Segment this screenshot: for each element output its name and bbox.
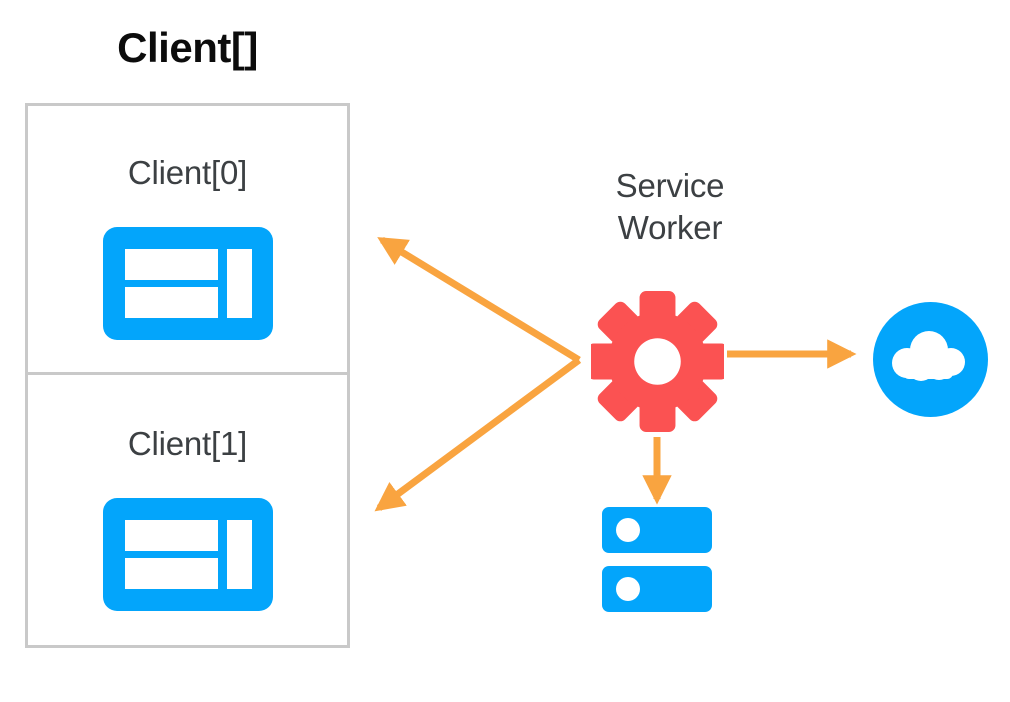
database-led-top <box>616 518 640 542</box>
database-led-bottom <box>616 577 640 601</box>
browser-pane-top <box>124 249 218 280</box>
arrow-sw-to-client-0 <box>377 237 581 363</box>
gear-icon <box>591 291 724 432</box>
browser-pane-top <box>124 520 218 551</box>
database-icon <box>602 507 712 612</box>
client-array-container: Client[0] Client[1] <box>25 103 350 648</box>
browser-pane-side <box>226 520 252 589</box>
service-worker-title: Service Worker <box>560 165 780 249</box>
browser-pane-side <box>226 249 252 318</box>
browser-window-icon <box>102 498 273 611</box>
cloud-icon <box>873 302 988 417</box>
client-item-0[interactable]: Client[0] <box>28 106 347 372</box>
service-worker-title-line2: Worker <box>617 209 723 247</box>
browser-pane-bottom <box>124 287 218 318</box>
browser-window-icon <box>102 227 273 340</box>
client-0-label: Client[0] <box>127 154 248 191</box>
browser-pane-bottom <box>124 558 218 589</box>
database-row-top <box>602 507 712 553</box>
client-item-1[interactable]: Client[1] <box>28 372 347 645</box>
client-array-title: Client[] <box>117 24 258 71</box>
service-worker-title-line1: Service <box>615 167 725 204</box>
client-1-label: Client[1] <box>127 425 248 462</box>
database-row-bottom <box>602 566 712 612</box>
arrow-sw-to-client-1 <box>374 357 582 512</box>
